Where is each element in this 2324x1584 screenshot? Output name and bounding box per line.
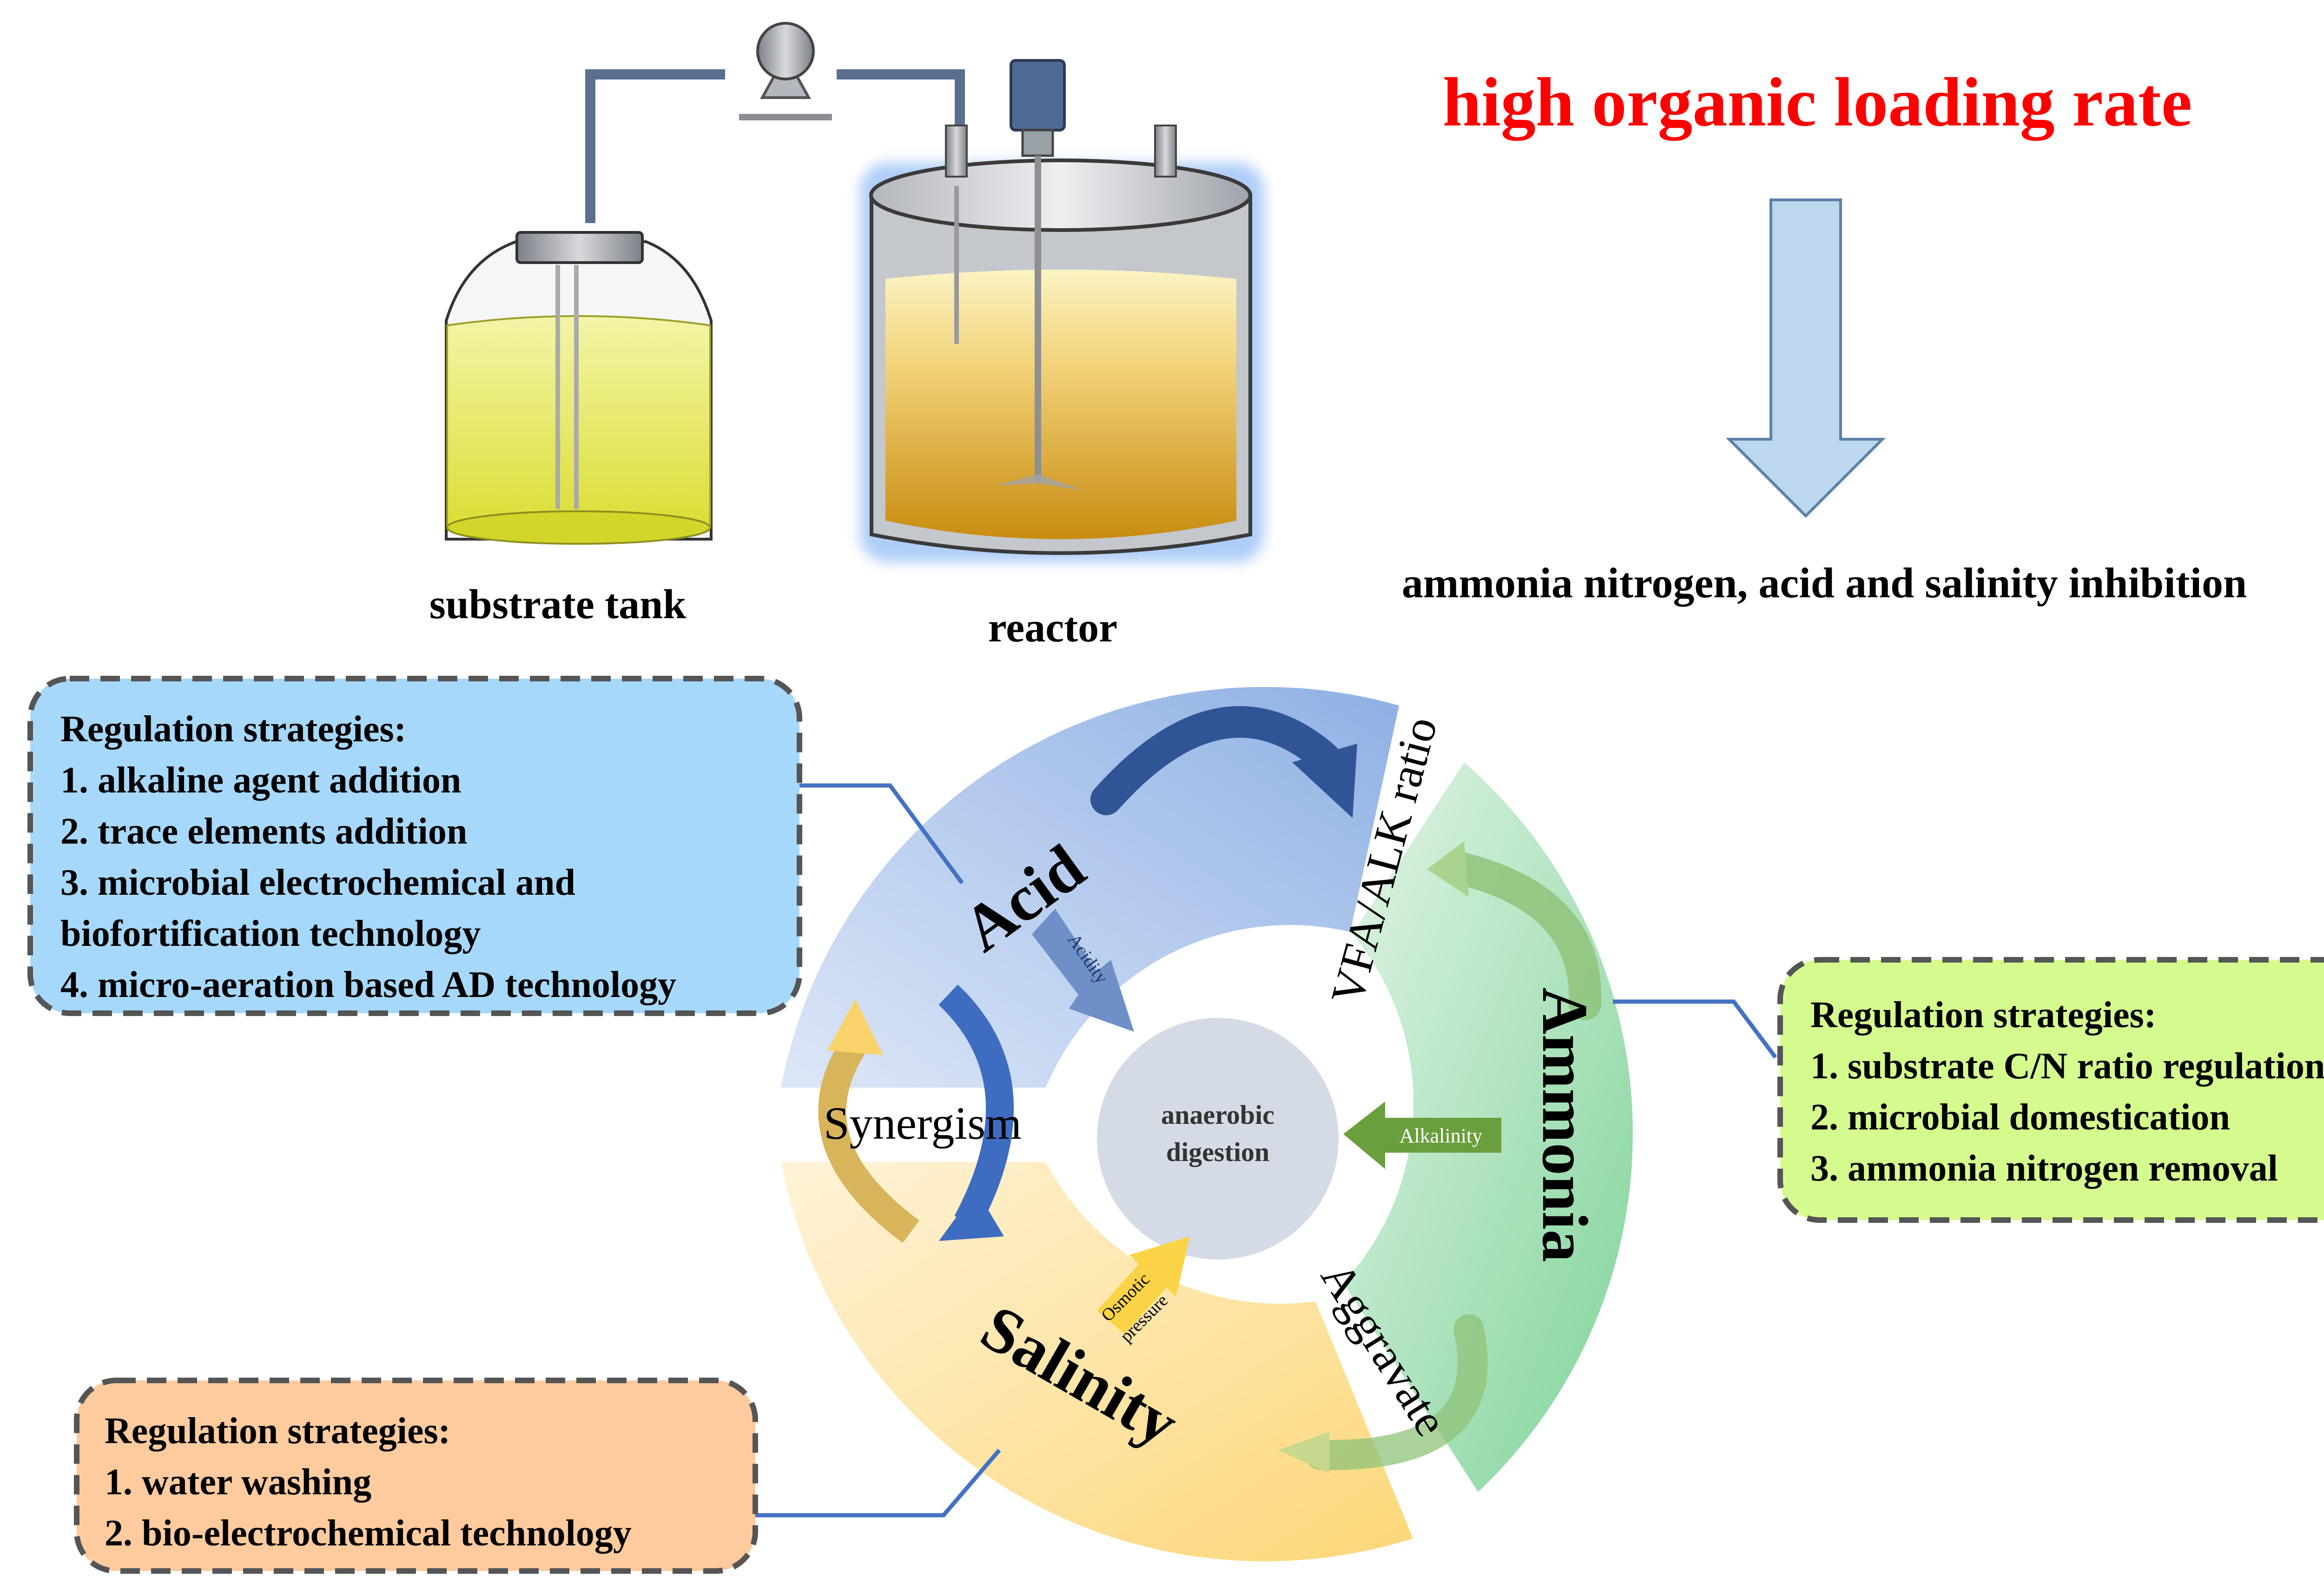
ammonia-regulation-box: Regulation strategies: 1. substrate C/N … — [1777, 957, 2324, 1223]
synergism-arrows-icon — [818, 984, 1014, 1243]
acid-box-item: 4. micro-aeration based AD technology — [60, 964, 676, 1005]
aggravate-arrow-icon — [1278, 1314, 1488, 1473]
osmotic-pressure-arrow-icon — [1097, 1236, 1190, 1334]
acidity-arrow-icon — [1032, 909, 1134, 1032]
center-label-line1: anaerobic — [1161, 1100, 1274, 1130]
center-label-line2: digestion — [1166, 1137, 1269, 1167]
salinity-sector — [781, 1162, 1413, 1562]
salinity-box-item: 1. water washing — [105, 1462, 371, 1503]
acid-box-item: 3. microbial electrochemical and — [60, 862, 575, 903]
ammonia-regulation-box-bg — [1777, 957, 2324, 1223]
ammonia-box-item: 3. ammonia nitrogen removal — [1810, 1148, 2278, 1189]
acid-box-item: biofortification technology — [60, 913, 481, 954]
ammonia-box-item: 1. substrate C/N ratio regulation — [1810, 1046, 2324, 1087]
headline: high organic loading rate — [1443, 64, 2192, 141]
salinity-regulation-box-bg — [74, 1378, 758, 1574]
pump-icon — [739, 22, 832, 120]
acid-cycle-arrow-icon — [1090, 706, 1357, 818]
ammonia-box-item: 2. microbial domestication — [1810, 1097, 2230, 1138]
connector-lines — [755, 783, 1777, 1518]
ammonia-cycle-arrow-icon — [1427, 841, 1602, 1020]
pump-pipe — [585, 69, 965, 223]
salinity-regulation-box: Regulation strategies: 1. water washing … — [74, 1378, 758, 1574]
down-arrow-icon — [1725, 198, 1886, 518]
reactor-icon — [860, 59, 1264, 562]
acid-sector — [781, 686, 1399, 1088]
acid-box-item: 1. alkaline agent addition — [60, 760, 461, 801]
anaerobic-digestion-center — [1097, 1018, 1339, 1260]
alkalinity-label: Alkalinity — [1400, 1124, 1482, 1147]
acid-regulation-box-bg — [27, 676, 802, 1016]
acid-regulation-box: Regulation strategies: 1. alkaline agent… — [27, 676, 802, 1016]
inhibition-text: ammonia nitrogen, acid and salinity inhi… — [1402, 559, 2247, 607]
salinity-box-item: 2. bio-electrochemical technology — [105, 1513, 632, 1554]
substrate-tank-icon — [445, 231, 713, 545]
ammonia-box-title: Regulation strategies: — [1810, 995, 2156, 1036]
substrate-tank-label: substrate tank — [429, 581, 687, 627]
alkalinity-arrow-icon — [1343, 1102, 1501, 1169]
acid-box-item: 2. trace elements addition — [60, 811, 467, 852]
salinity-box-title: Regulation strategies: — [105, 1411, 450, 1452]
acid-box-title: Regulation strategies: — [60, 709, 406, 750]
ammonia-label: Ammonia — [1529, 987, 1601, 1262]
reactor-label: reactor — [988, 605, 1117, 651]
synergism-label: Synergism — [824, 1097, 1022, 1149]
